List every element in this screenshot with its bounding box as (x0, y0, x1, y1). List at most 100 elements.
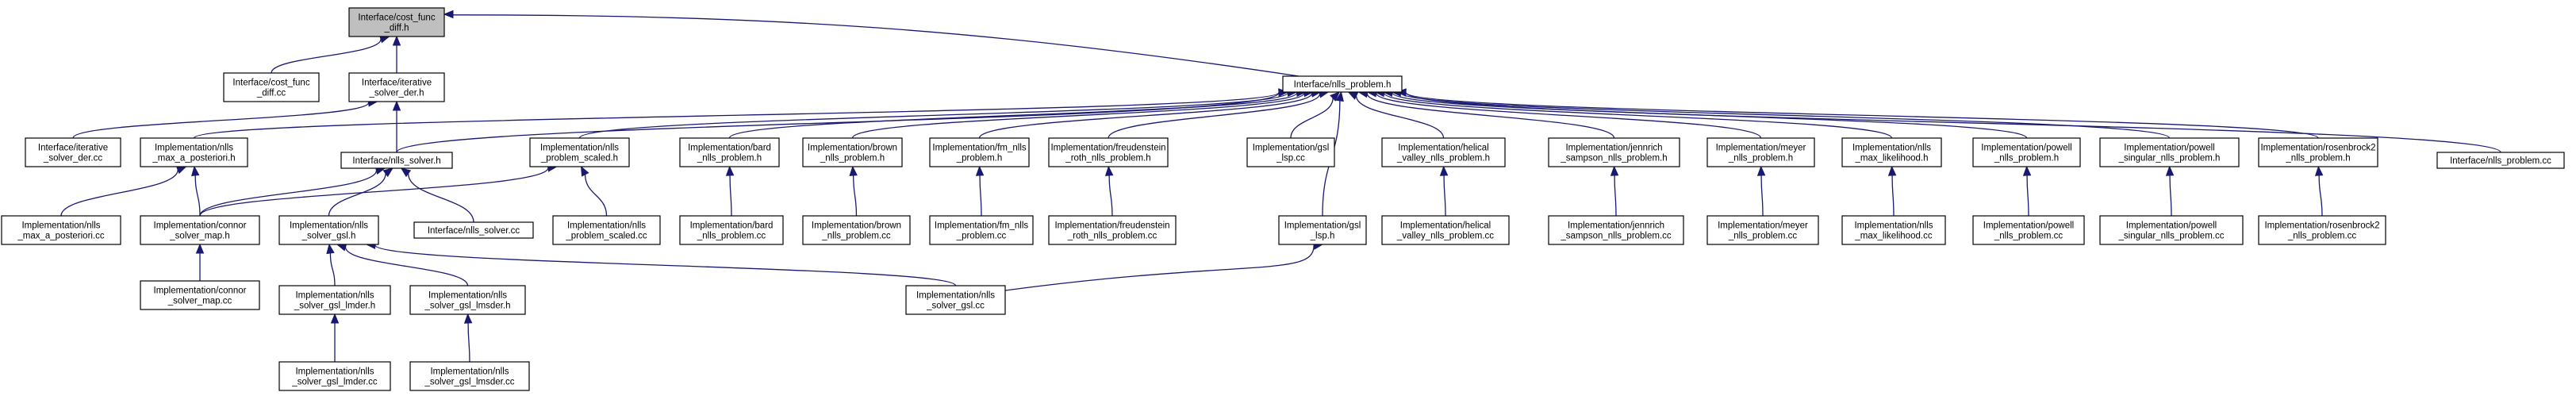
file-node-helical[interactable]: Implementation/helical_valley_nlls_probl… (1381, 137, 1506, 167)
dependency-edge-gslcc-to-gslh (365, 240, 957, 286)
node-box (140, 215, 260, 245)
node-box (1972, 215, 2085, 245)
node-label-line: _nlls_problem.cc (1728, 232, 1798, 241)
edge-line (199, 167, 549, 217)
node-box (1706, 215, 1819, 245)
edge-line (1443, 175, 1446, 217)
node-label-line: _nlls_problem.cc (2287, 232, 2357, 241)
file-node-nllssolvercc[interactable]: Interface/nlls_solver.cc (413, 221, 534, 239)
node-layer: Interface/cost_func_diff.hInterface/cost… (1, 7, 2565, 391)
node-label-line: _singular_nlls_problem.cc (2118, 232, 2225, 241)
file-node-lmsdercc[interactable]: Implementation/nlls_solver_gsl_lmsder.cc (409, 361, 530, 391)
arrowhead-icon (326, 243, 335, 255)
file-node-gsllsph[interactable]: Implementation/gsl_lsp.h (1278, 215, 1367, 245)
node-label-line: _solver_gsl_lmsder.cc (424, 378, 514, 387)
file-node-helicalcc[interactable]: Implementation/helical_valley_nlls_probl… (1381, 215, 1510, 245)
file-node-fm[interactable]: Implementation/fm_nlls_problem.h (929, 137, 1030, 167)
file-node-lmdercc[interactable]: Implementation/nlls_solver_gsl_lmder.cc (278, 361, 391, 391)
edge-line (852, 175, 858, 217)
file-node-powellcc[interactable]: Implementation/powell_nlls_problem.cc (1972, 215, 2085, 245)
file-node-rosen[interactable]: Implementation/rosenbrock2_nlls_problem.… (2258, 137, 2378, 167)
node-box (2258, 215, 2386, 245)
dependency-edge-cfdiffcc-to-root (271, 35, 390, 74)
node-box (25, 137, 121, 167)
node-label-line: Implementation/nlls (540, 144, 619, 153)
node-label-line: Interface/nlls_solver.h (352, 156, 440, 166)
arrowhead-icon (443, 10, 454, 19)
node-box (1841, 215, 1946, 245)
node-label-line: Implementation/fm_nlls (935, 221, 1028, 231)
node-label-line: Implementation/meyer (1718, 221, 1808, 231)
dependency-edge-maxapostcc-to-maxapost (60, 166, 187, 217)
edge-line (467, 322, 470, 363)
node-box (278, 361, 391, 391)
file-node-freudcc[interactable]: Implementation/freudenstein_roth_nlls_pr… (1048, 215, 1177, 245)
file-node-nllssolver[interactable]: Interface/nlls_solver.h (340, 152, 453, 169)
file-node-root[interactable]: Interface/cost_func_diff.h (348, 7, 445, 37)
node-box (348, 7, 445, 37)
node-label-line: Interface/nlls_solver.cc (428, 226, 520, 236)
arrowhead-icon (2314, 165, 2324, 176)
node-box (1282, 75, 1403, 93)
file-node-gslh[interactable]: Implementation/nlls_solver_gsl.h (278, 215, 379, 245)
node-box (679, 215, 784, 245)
node-label-line: Implementation/powell (1981, 144, 2071, 153)
file-node-connorcc[interactable]: Implementation/connor_solver_map.cc (140, 280, 260, 310)
file-node-meyercc[interactable]: Implementation/meyer_nlls_problem.cc (1706, 215, 1819, 245)
node-label-line: Implementation/gsl (1284, 221, 1361, 231)
file-node-gslcc[interactable]: Implementation/nlls_solver_gsl.cc (905, 285, 1006, 315)
file-node-gsllspcc[interactable]: Implementation/gsl_lsp.cc (1246, 137, 1335, 167)
node-label-line: Implementation/nlls (428, 291, 507, 301)
dependency-edge-lmdercc-to-lmderh (330, 313, 340, 363)
file-node-jennrich[interactable]: Implementation/jennrich_sampson_nlls_pro… (1548, 137, 1680, 167)
file-node-nllsprob[interactable]: Interface/nlls_problem.h (1282, 75, 1403, 93)
node-label-line: _solver_gsl_lmder.h (294, 302, 375, 311)
arrowhead-icon (392, 100, 401, 111)
edge-line (328, 173, 386, 217)
file-node-lmderh[interactable]: Implementation/nlls_solver_gsl_lmder.h (278, 285, 391, 315)
node-label-line: _solver_gsl.cc (926, 302, 985, 311)
arrowhead-icon (463, 313, 473, 324)
edge-line (1383, 92, 1893, 139)
file-node-scaled[interactable]: Implementation/nlls_problem_scaled.h (529, 137, 630, 167)
edge-line (1891, 175, 1895, 217)
file-node-powellsing[interactable]: Implementation/powell_singular_nlls_prob… (2099, 137, 2240, 167)
node-label-line: Implementation/powell (1983, 221, 2074, 231)
dependency-edge-bardcc-to-bard (725, 165, 735, 217)
file-node-connor[interactable]: Implementation/connor_solver_map.h (140, 215, 260, 245)
file-node-fmcc[interactable]: Implementation/fm_nlls_problem.cc (929, 215, 1034, 245)
file-node-jennrichcc[interactable]: Implementation/jennrich_sampson_nlls_pro… (1548, 215, 1684, 245)
file-node-freud[interactable]: Implementation/freudenstein_roth_nlls_pr… (1048, 137, 1169, 167)
file-node-maxapostcc[interactable]: Implementation/nlls_max_a_posteriori.cc (1, 215, 121, 245)
file-node-maxlikcc[interactable]: Implementation/nlls_max_likelihood.cc (1841, 215, 1946, 245)
node-label-line: Implementation/bard (688, 144, 771, 153)
file-node-scaledcc[interactable]: Implementation/nlls_problem_scaled.cc (552, 215, 661, 245)
edge-line (1366, 93, 1615, 139)
file-node-rosencc[interactable]: Implementation/rosenbrock2_nlls_problem.… (2258, 215, 2386, 245)
file-node-browncc[interactable]: Implementation/brown_nlls_problem.cc (802, 215, 911, 245)
file-node-maxlik[interactable]: Implementation/nlls_max_likelihood.h (1841, 137, 1942, 167)
file-node-meyer[interactable]: Implementation/meyer_nlls_problem.h (1706, 137, 1815, 167)
file-node-itsoldercc[interactable]: Interface/iterative_solver_der.cc (25, 137, 121, 167)
edge-line (729, 175, 732, 217)
file-node-brown[interactable]: Implementation/brown_nlls_problem.h (802, 137, 903, 167)
node-label-line: Implementation/nlls (295, 367, 374, 377)
file-node-lmsderh[interactable]: Implementation/nlls_solver_gsl_lmsder.h (409, 285, 526, 315)
node-box (929, 215, 1034, 245)
file-node-powell[interactable]: Implementation/powell_nlls_problem.h (1972, 137, 2081, 167)
node-box (2258, 137, 2378, 167)
node-label-line: _lsp.cc (1276, 154, 1305, 163)
file-node-nllsprobcc[interactable]: Interface/nlls_problem.cc (2436, 152, 2565, 169)
file-node-bardcc[interactable]: Implementation/bard_nlls_problem.cc (679, 215, 784, 245)
file-node-bard[interactable]: Implementation/bard_nlls_problem.h (679, 137, 780, 167)
file-node-powellsingcc[interactable]: Implementation/powell_singular_nlls_prob… (2099, 215, 2244, 245)
node-label-line: _nlls_problem.h (2285, 154, 2350, 163)
node-label-line: _max_a_posteriori.cc (17, 232, 105, 241)
node-label-line: Interface/cost_func (358, 13, 435, 23)
file-node-cfdiffcc[interactable]: Interface/cost_func_diff.cc (223, 72, 320, 102)
node-label-line: _nlls_problem.cc (697, 232, 766, 241)
file-node-itsolder[interactable]: Interface/iterative_solver_der.h (348, 72, 445, 102)
node-label-line: Interface/nlls_problem.h (1294, 80, 1392, 90)
node-label-line: Implementation/powell (2126, 221, 2217, 231)
file-node-maxapost[interactable]: Implementation/nlls_max_a_posteriori.h (140, 137, 248, 167)
